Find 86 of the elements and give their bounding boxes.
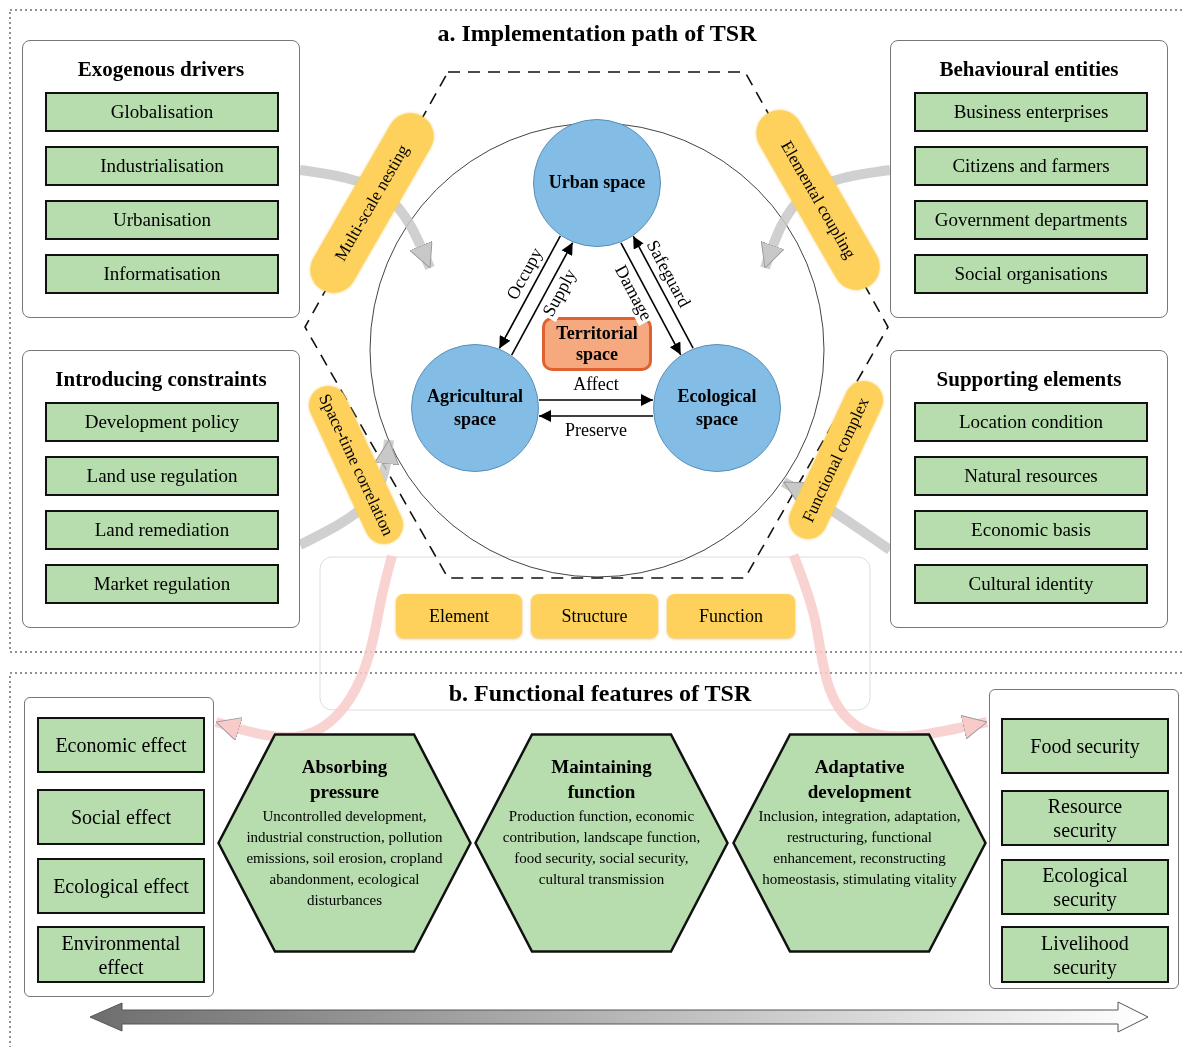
factor-label: Cultural identity: [968, 572, 1094, 596]
factor-label: Business enterprises: [953, 100, 1109, 124]
factor-label: Environmental effect: [60, 930, 182, 979]
factor-label: Market regulation: [93, 572, 231, 596]
function-hexagon: [217, 733, 472, 953]
arrow: [538, 410, 654, 422]
arrow: [498, 235, 562, 350]
factor-label: Economic basis: [971, 518, 1091, 542]
arrow: [620, 241, 682, 356]
hexagon-body: Inclusion, integration, adaptation, restructuring, functional enhancement, reconstructing homeostasis, stimulating vitality: [757, 807, 962, 890]
function-hexagon: [732, 733, 987, 953]
panel-heading: Behavioural entities: [938, 57, 1120, 82]
factor-box: [45, 510, 279, 550]
factor-box: [1001, 718, 1169, 774]
section-title: b. Functional features of TSR: [447, 680, 753, 707]
space-label: Urban space: [548, 171, 646, 195]
factor-box: [45, 200, 279, 240]
factor-panel: [22, 40, 300, 318]
factor-label: Development policy: [84, 410, 240, 434]
panel-heading: Supporting elements: [935, 367, 1123, 392]
factor-box: [914, 92, 1148, 132]
core-label: Territorial space: [555, 323, 639, 365]
outcome-panel: [989, 689, 1179, 989]
arrow: [632, 235, 694, 350]
dimension-label: Element: [429, 605, 489, 627]
factor-box: [914, 402, 1148, 442]
factor-label: Land remediation: [94, 518, 230, 542]
factor-box: [45, 92, 279, 132]
factor-label: Natural resources: [964, 464, 1098, 488]
factor-box: [37, 858, 205, 914]
dimension-label: Function: [699, 605, 763, 627]
factor-box: [37, 717, 205, 773]
factor-panel: [890, 40, 1168, 318]
function-hexagon: [474, 733, 729, 953]
factor-box: [1001, 859, 1169, 915]
factor-label: Location condition: [958, 410, 1104, 434]
factor-box: [1001, 790, 1169, 846]
factor-label: Social organisations: [954, 262, 1108, 286]
factor-box: [1001, 926, 1169, 983]
factor-label: Industrialisation: [100, 154, 224, 178]
factor-box: [45, 564, 279, 604]
factor-label: Economic effect: [55, 733, 187, 757]
panel-heading: Introducing constraints: [54, 367, 268, 392]
block-arrow: [214, 554, 397, 743]
factor-box: [45, 146, 279, 186]
hexagon-heading: Adaptative development: [806, 755, 913, 804]
factor-label: Ecological effect: [53, 874, 189, 898]
panel-heading: Exogenous drivers: [76, 57, 246, 82]
factor-box: [45, 402, 279, 442]
factor-box: [914, 200, 1148, 240]
factor-box: [914, 456, 1148, 496]
factor-label: Urbanisation: [112, 208, 212, 232]
arrow: [538, 394, 654, 406]
block-arrow: [788, 553, 989, 742]
factor-label: Citizens and farmers: [952, 154, 1110, 178]
hexagon-heading: Absorbing pressure: [300, 755, 389, 804]
arrow: [510, 241, 574, 356]
factor-box: [45, 254, 279, 294]
factor-box: [914, 564, 1148, 604]
factor-label: Resource security: [1046, 794, 1124, 842]
factor-label: Food security: [1030, 734, 1140, 758]
factor-label: Land use regulation: [86, 464, 238, 488]
space-label: Agricultural space: [426, 384, 524, 431]
factor-box: [37, 789, 205, 845]
factor-label: Globalisation: [110, 100, 214, 124]
factor-panel: [22, 350, 300, 628]
hexagon-heading: Maintaining function: [550, 755, 653, 804]
outcome-panel: [24, 697, 214, 997]
dimension-tag: [396, 594, 522, 638]
dimension-label: Structure: [561, 605, 628, 627]
factor-box: [914, 146, 1148, 186]
hexagon-body: Uncontrolled development, industrial construction, pollution emissions, soil erosion, cropland abandonment, ecological disturbances: [245, 807, 444, 911]
factor-box: [45, 456, 279, 496]
factor-label: Government departments: [934, 208, 1128, 232]
factor-label: Livelihood security: [1040, 930, 1130, 979]
hexagon-body: Production function, economic contribution, landscape function, food security, social security, cultural transmission: [501, 807, 702, 890]
factor-label: Ecological security: [1041, 863, 1129, 911]
factor-panel: [890, 350, 1168, 628]
factor-box: [914, 510, 1148, 550]
factor-box: [37, 926, 205, 983]
dimension-tag: [667, 594, 795, 638]
factor-label: Informatisation: [103, 262, 221, 286]
dimension-tag: [531, 594, 658, 638]
factor-box: [914, 254, 1148, 294]
space-label: Ecological space: [676, 384, 758, 431]
factor-label: Social effect: [70, 805, 172, 829]
